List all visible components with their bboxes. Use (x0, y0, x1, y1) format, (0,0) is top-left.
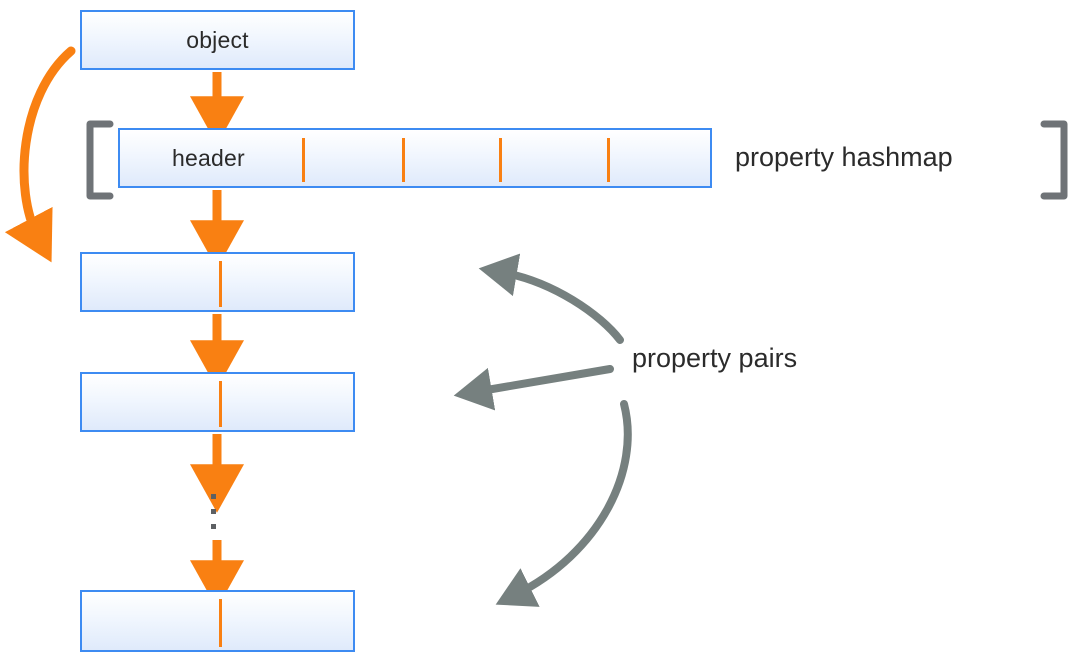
property-pair-divider (219, 599, 222, 647)
property-pairs-annotation: property pairs (632, 343, 798, 373)
vertical-ellipsis-icon (211, 494, 219, 536)
ellipsis-dot (211, 524, 216, 529)
curved-arrow-object-to-pair1 (4, 46, 76, 263)
property-pair-divider (219, 381, 222, 427)
bracket-left-icon (86, 120, 114, 200)
hashmap-header-label: header (172, 144, 245, 171)
property-pair-box-3[interactable] (80, 590, 355, 652)
object-box-label: object (186, 26, 249, 53)
hashmap-slot-divider-1 (302, 138, 305, 182)
property-pair-box-1[interactable] (80, 252, 355, 312)
hashmap-slot-divider-4 (607, 138, 610, 182)
callout-arrow-upper (478, 253, 624, 344)
callout-arrow-middle (453, 365, 614, 411)
hashmap-slot-divider-3 (499, 138, 502, 182)
property-hashmap-box[interactable]: header (118, 128, 712, 188)
property-pair-divider (219, 261, 222, 307)
callout-arrow-lower (495, 400, 632, 607)
property-hashmap-annotation: property hashmap (735, 142, 953, 172)
ellipsis-dot (211, 509, 216, 514)
property-pairs-callout-arrows (453, 253, 632, 607)
bracket-right-icon (1040, 120, 1068, 200)
ellipsis-dot (211, 494, 216, 499)
object-box[interactable]: object (80, 10, 355, 70)
property-pair-box-2[interactable] (80, 372, 355, 432)
hashmap-slot-divider-2 (402, 138, 405, 182)
